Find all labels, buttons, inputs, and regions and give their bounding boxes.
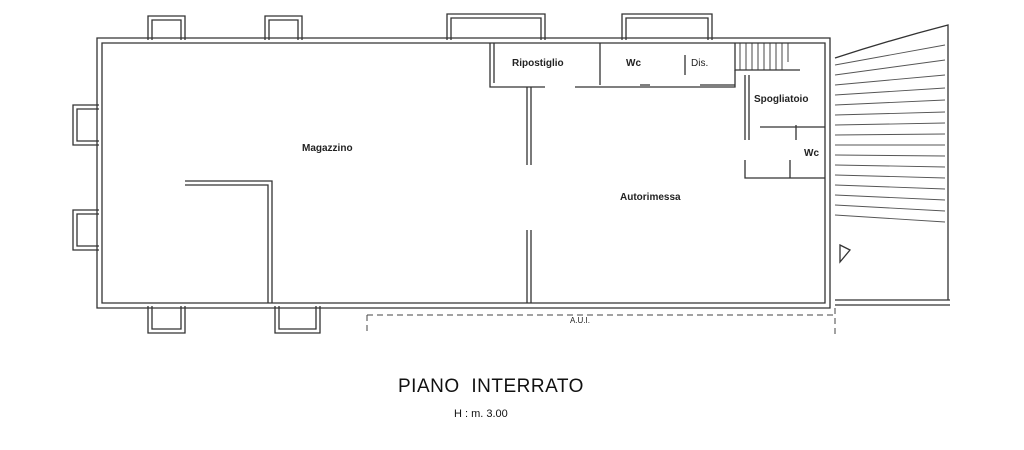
room-label-autorimessa: Autorimessa [620, 192, 681, 203]
partition-wall [599, 43, 735, 86]
room-label-magazzino: Magazzino [302, 143, 353, 154]
room-label-ripostiglio: Ripostiglio [512, 58, 564, 69]
window-bay [72, 104, 99, 146]
room-label-spogliatoio: Spogliatoio [754, 94, 809, 105]
ramp-outline [834, 24, 950, 306]
aui-label: A.U.I. [570, 316, 591, 325]
window-bay [264, 15, 303, 40]
room-label-dis: Dis. [691, 58, 709, 69]
window-bay [621, 13, 713, 40]
stairs [739, 43, 789, 70]
outer-wall-inner [101, 42, 826, 304]
outer-wall [96, 37, 831, 309]
window-bay [72, 209, 99, 251]
ramp-hatching [834, 44, 946, 223]
stairs-outline [734, 43, 800, 71]
window-bay [147, 15, 186, 40]
door-arrow-icon [839, 243, 852, 264]
spogliatoio-walls [744, 75, 825, 179]
window-bay [147, 306, 186, 334]
room-label-wc-2: Wc [804, 148, 819, 159]
window-bay [446, 13, 546, 40]
window-bay [274, 306, 321, 334]
plan-title: PIANO INTERRATO [398, 376, 584, 397]
room-label-wc: Wc [626, 58, 641, 69]
inner-wall [185, 180, 273, 303]
aui-boundary [366, 308, 836, 335]
height-note: H : m. 3.00 [454, 408, 508, 420]
dividing-wall [526, 87, 532, 303]
